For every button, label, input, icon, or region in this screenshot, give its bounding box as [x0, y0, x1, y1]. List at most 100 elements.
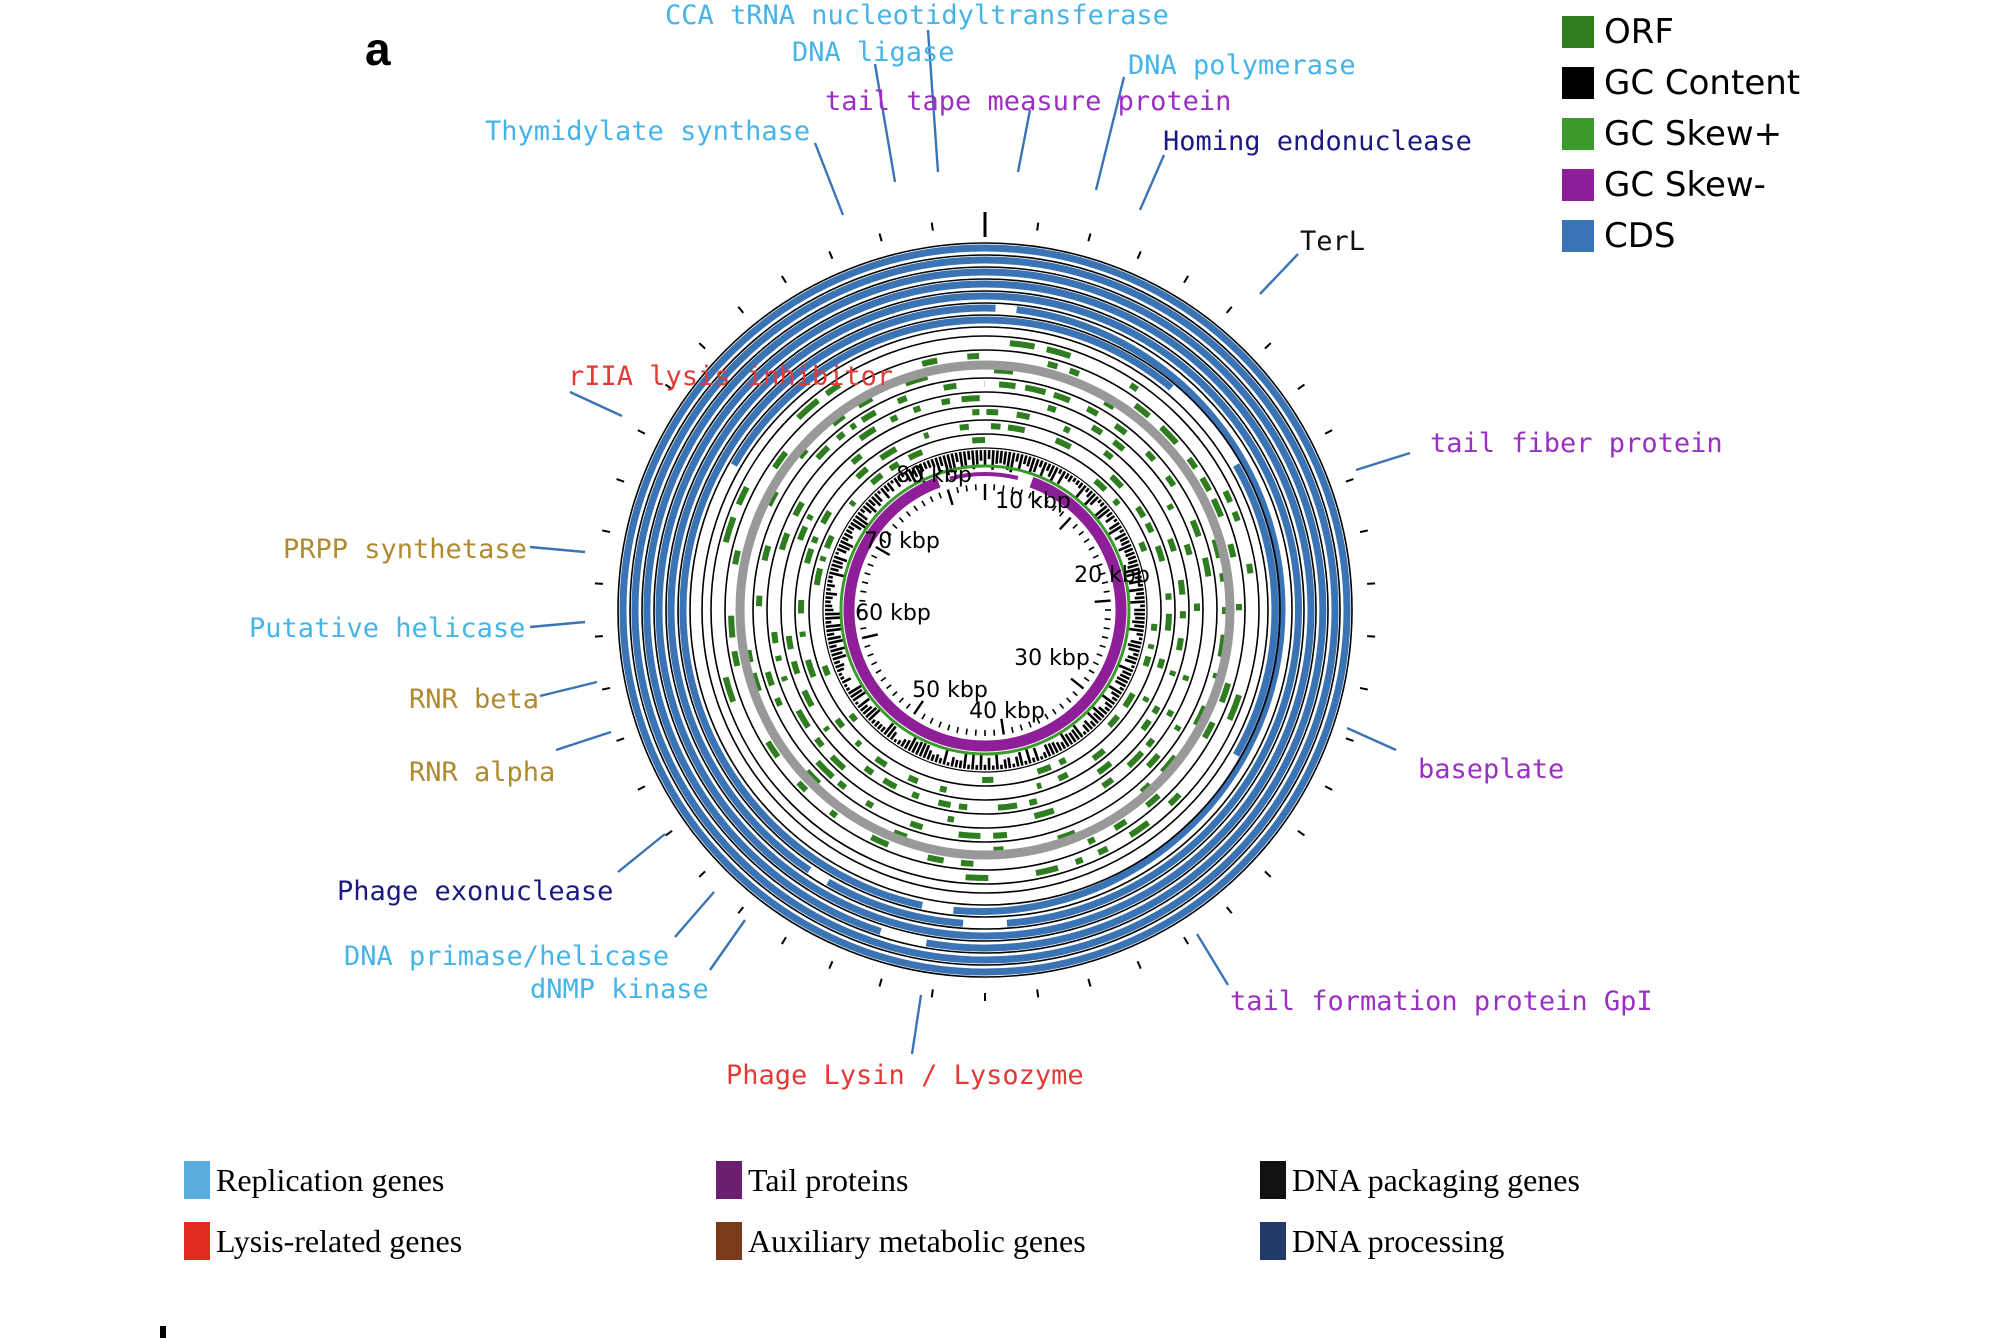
orf-segment	[764, 671, 775, 687]
scale-tick	[1072, 691, 1078, 697]
orf-segment	[896, 395, 908, 405]
outer-tick	[780, 275, 787, 284]
orf-segment	[870, 834, 890, 848]
orf-segment	[804, 768, 822, 786]
track-legend-item: ORF	[1562, 6, 1800, 57]
orf-segment	[848, 712, 859, 723]
orf-segment	[1165, 709, 1175, 718]
gene-label: DNA ligase	[792, 37, 955, 68]
gene-label: Homing endonuclease	[1163, 126, 1472, 157]
orf-segment	[993, 831, 1008, 839]
orf-segment	[774, 696, 783, 707]
ring-outline	[794, 419, 1176, 801]
orf-segment	[1156, 658, 1166, 669]
leader-line	[813, 142, 845, 216]
outer-tick	[664, 830, 673, 837]
scale-tick	[1094, 599, 1111, 603]
outer-tick	[878, 233, 883, 242]
gene-label: Putative helicase	[249, 613, 525, 644]
scale-tick	[1010, 726, 1014, 734]
orf-segment	[1036, 764, 1052, 775]
orf-segment	[1097, 845, 1109, 856]
scale-label: 40 kbp	[969, 699, 1045, 724]
scale-tick	[913, 700, 925, 715]
orf-segment	[785, 635, 794, 650]
cds-arc	[667, 292, 986, 874]
outer-tick	[737, 306, 745, 314]
leader-line	[709, 919, 746, 971]
scale-tick	[929, 717, 934, 724]
orf-segment	[796, 780, 809, 793]
orf-segment	[1145, 737, 1156, 748]
orf-segment	[1103, 399, 1116, 411]
leader-line	[926, 29, 940, 173]
orf-segment	[735, 485, 750, 506]
legend-label: Tail proteins	[748, 1161, 909, 1198]
orf-segment	[993, 367, 1014, 375]
cds-arc	[826, 878, 964, 927]
outer-tick	[1345, 478, 1354, 483]
orf-segment	[722, 676, 737, 703]
orf-segment	[722, 516, 737, 544]
orf-segment	[1007, 424, 1026, 434]
scale-tick	[1072, 523, 1078, 529]
scale-tick	[898, 517, 904, 523]
orf-segment	[795, 708, 811, 729]
orf-segment	[874, 755, 888, 768]
orf-segment	[1202, 721, 1216, 740]
outer-tick	[878, 978, 883, 987]
scale-tick	[1066, 697, 1072, 703]
orf-segment	[797, 525, 809, 541]
orf-segment	[778, 532, 791, 551]
scale-label: 60 kbp	[855, 601, 931, 626]
orf-segment	[1046, 404, 1057, 414]
ring-outline	[641, 266, 1329, 954]
cds-ring	[655, 280, 1315, 940]
leader-line	[1259, 253, 1299, 295]
orf-segment	[732, 549, 741, 565]
outer-tick	[1183, 936, 1190, 945]
scale-tick	[938, 492, 942, 499]
orf-segment	[1068, 367, 1081, 377]
legend-swatch	[1562, 66, 1594, 99]
orf-segment	[828, 809, 839, 819]
scale-tick	[1036, 717, 1041, 724]
orf-segment	[882, 777, 898, 790]
orf-segment	[1091, 748, 1106, 762]
orf-segment	[1231, 510, 1241, 522]
orf-segment	[997, 802, 1018, 811]
orf-segment	[1009, 340, 1036, 350]
orf-segment	[1036, 782, 1043, 790]
ring-outline	[752, 377, 1218, 843]
outer-tick	[1036, 222, 1040, 231]
orf-segment	[1167, 537, 1177, 552]
scale-tick	[892, 523, 898, 529]
orf-segment	[1140, 718, 1152, 732]
legend-label: ORF	[1604, 11, 1674, 52]
orf-segment	[892, 829, 908, 840]
scale-tick	[1028, 721, 1032, 728]
scale-tick	[1088, 546, 1095, 551]
gene-label: DNA primase/helicase	[344, 941, 669, 972]
legend-label: Lysis-related genes	[216, 1222, 463, 1259]
gene-label: baseplate	[1418, 754, 1564, 785]
orf-segment	[1113, 818, 1128, 831]
outer-tick	[616, 737, 625, 742]
orf-segment	[907, 774, 919, 785]
scale-tick	[885, 530, 892, 536]
orf-segment	[1101, 777, 1115, 789]
category-legend-item: Tail proteins	[716, 1160, 908, 1200]
scale-label: 10 kbp	[995, 489, 1071, 514]
orf-segment	[921, 357, 938, 367]
category-legend-item: DNA packaging genes	[1260, 1160, 1580, 1200]
orf-segment	[834, 717, 846, 729]
outer-tick	[1036, 989, 1040, 998]
outer-tick	[1087, 233, 1092, 242]
outer-tick	[1324, 785, 1333, 791]
orf-segment	[728, 615, 736, 638]
scale-label: 70 kbp	[864, 529, 940, 554]
scale-tick	[1036, 496, 1041, 503]
orf-segment	[923, 431, 930, 440]
leader-line	[910, 994, 923, 1055]
outer-tick	[1359, 686, 1369, 691]
